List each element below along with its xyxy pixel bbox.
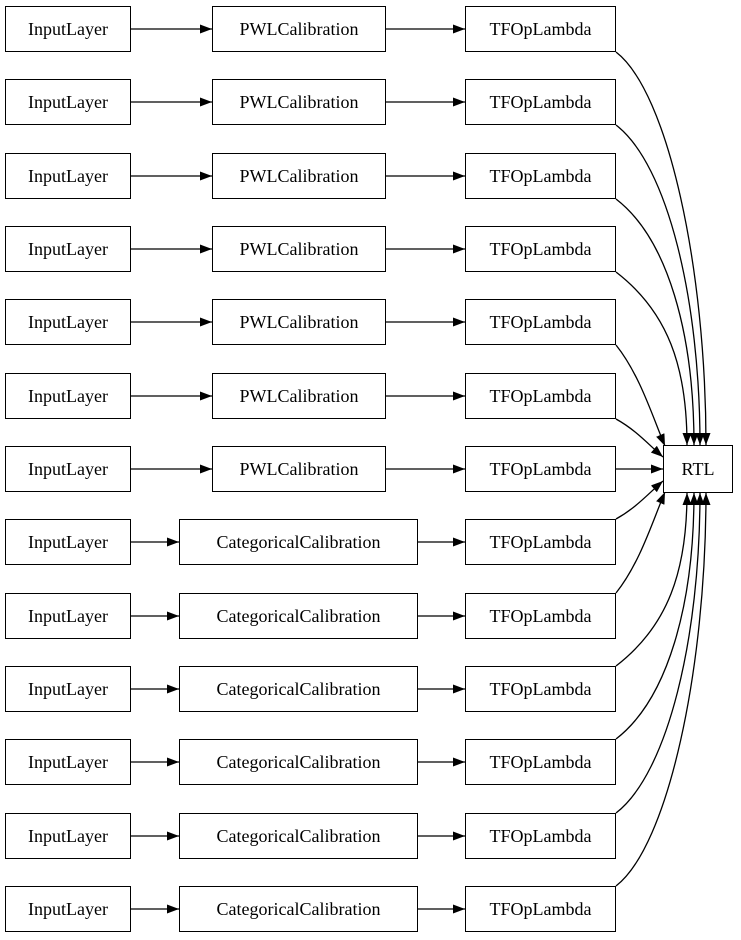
node-pwl-calibration-1: PWLCalibration	[212, 6, 386, 52]
node-categorical-calibration-12: CategoricalCalibration	[179, 813, 418, 859]
node-pwl-calibration-6: PWLCalibration	[212, 373, 386, 419]
node-input-layer-4: InputLayer	[5, 226, 131, 272]
node-pwl-calibration-4: PWLCalibration	[212, 226, 386, 272]
node-categorical-calibration-8: CategoricalCalibration	[179, 519, 418, 565]
node-input-layer-2: InputLayer	[5, 79, 131, 125]
node-tfop-lambda-13: TFOpLambda	[465, 886, 616, 932]
node-categorical-calibration-10: CategoricalCalibration	[179, 666, 418, 712]
node-input-layer-10: InputLayer	[5, 666, 131, 712]
edge-lambda-12-to-rtl	[615, 492, 705, 814]
node-input-layer-6: InputLayer	[5, 373, 131, 419]
edge-lambda-6-to-rtl	[615, 418, 664, 458]
node-input-layer-11: InputLayer	[5, 739, 131, 785]
node-pwl-calibration-7: PWLCalibration	[212, 446, 386, 492]
node-tfop-lambda-5: TFOpLambda	[465, 299, 616, 345]
node-tfop-lambda-9: TFOpLambda	[465, 593, 616, 639]
edge-lambda-1-to-rtl	[615, 51, 711, 446]
node-tfop-lambda-11: TFOpLambda	[465, 739, 616, 785]
edge-lambda-4-to-rtl	[615, 271, 692, 446]
node-categorical-calibration-11: CategoricalCalibration	[179, 739, 418, 785]
node-tfop-lambda-6: TFOpLambda	[465, 373, 616, 419]
node-input-layer-8: InputLayer	[5, 519, 131, 565]
edge-lambda-9-to-rtl	[615, 491, 666, 594]
edge-lambda-3-to-rtl	[615, 198, 699, 446]
node-input-layer-5: InputLayer	[5, 299, 131, 345]
node-categorical-calibration-9: CategoricalCalibration	[179, 593, 418, 639]
node-tfop-lambda-8: TFOpLambda	[465, 519, 616, 565]
node-tfop-lambda-4: TFOpLambda	[465, 226, 616, 272]
node-categorical-calibration-13: CategoricalCalibration	[179, 886, 418, 932]
node-pwl-calibration-5: PWLCalibration	[212, 299, 386, 345]
node-rtl: RTL	[663, 445, 733, 493]
edge-lambda-10-to-rtl	[615, 492, 692, 667]
edge-lambda-8-to-rtl	[615, 480, 664, 520]
node-input-layer-1: InputLayer	[5, 6, 131, 52]
node-input-layer-7: InputLayer	[5, 446, 131, 492]
node-pwl-calibration-2: PWLCalibration	[212, 79, 386, 125]
node-tfop-lambda-10: TFOpLambda	[465, 666, 616, 712]
node-tfop-lambda-3: TFOpLambda	[465, 153, 616, 199]
edge-lambda-13-to-rtl	[615, 492, 711, 887]
node-pwl-calibration-3: PWLCalibration	[212, 153, 386, 199]
node-input-layer-9: InputLayer	[5, 593, 131, 639]
edge-lambda-11-to-rtl	[615, 492, 699, 740]
node-tfop-lambda-2: TFOpLambda	[465, 79, 616, 125]
node-input-layer-12: InputLayer	[5, 813, 131, 859]
node-input-layer-3: InputLayer	[5, 153, 131, 199]
node-tfop-lambda-1: TFOpLambda	[465, 6, 616, 52]
edge-lambda-2-to-rtl	[615, 124, 705, 446]
node-input-layer-13: InputLayer	[5, 886, 131, 932]
node-tfop-lambda-7: TFOpLambda	[465, 446, 616, 492]
edge-lambda-5-to-rtl	[615, 344, 666, 447]
node-tfop-lambda-12: TFOpLambda	[465, 813, 616, 859]
